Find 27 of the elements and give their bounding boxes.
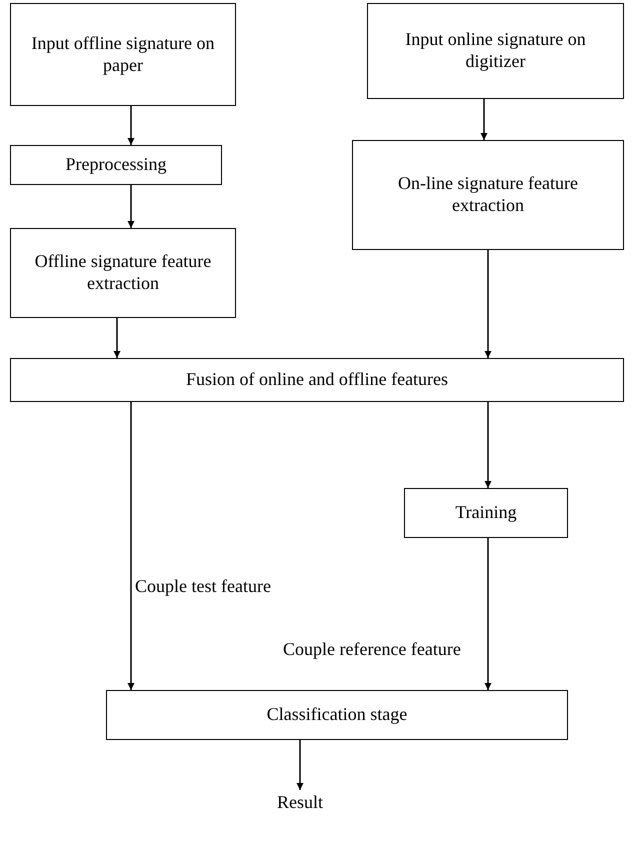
box-text: Preprocessing — [66, 154, 166, 176]
arrow — [484, 250, 492, 358]
arrow — [128, 402, 134, 690]
edge-label: Couple test feature — [135, 576, 271, 598]
box-text: Training — [455, 502, 517, 524]
process-box — [10, 3, 236, 106]
box-text: Classification stage — [266, 704, 408, 726]
box-text: Input offline signature on paper — [30, 32, 216, 76]
process-box — [10, 358, 624, 402]
arrow — [128, 185, 134, 228]
arrow — [128, 106, 134, 145]
box-text: Input online signature on digitizer — [404, 29, 587, 73]
process-box — [367, 3, 624, 99]
arrow — [484, 402, 492, 488]
process-box — [352, 140, 624, 250]
arrow — [296, 740, 304, 790]
arrow — [114, 318, 120, 358]
process-box — [10, 145, 222, 185]
process-box — [10, 228, 236, 318]
box-text: On-line signature feature extraction — [397, 173, 579, 217]
arrow — [480, 99, 488, 140]
process-box — [404, 488, 568, 538]
process-box — [106, 690, 568, 740]
box-text: Offline signature feature extraction — [34, 251, 212, 295]
box-text: Fusion of online and offline features — [186, 369, 448, 391]
arrow — [484, 538, 492, 690]
edge-label: Couple reference feature — [283, 639, 461, 661]
